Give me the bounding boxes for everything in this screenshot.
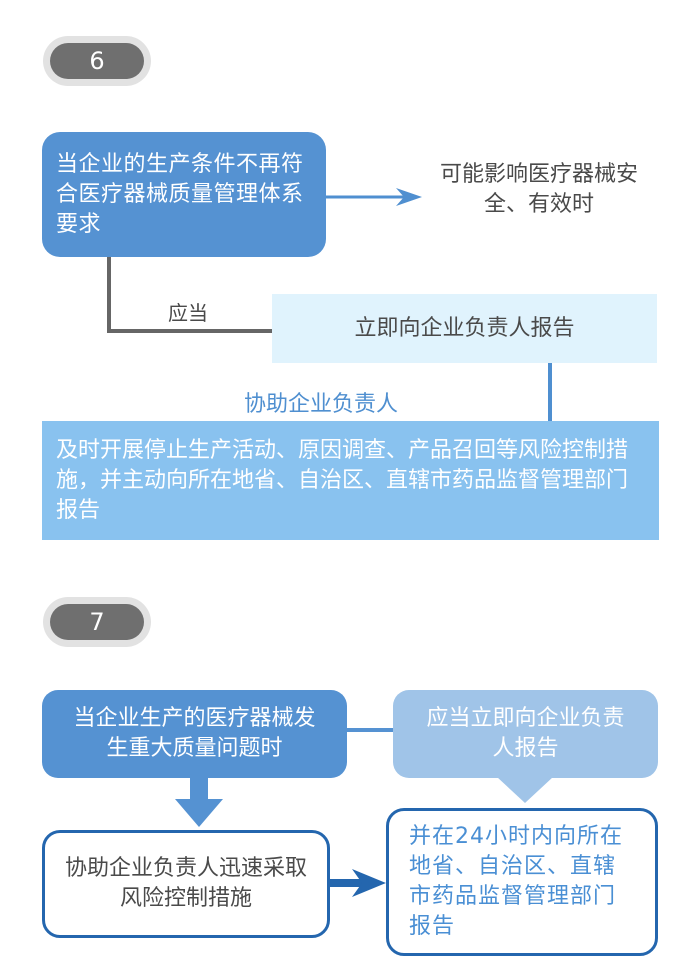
arrow-down-icon — [175, 777, 223, 827]
assist-box: 协助企业负责人迅速采取风险控制措施 — [42, 830, 330, 938]
condition-text: 当企业的生产条件不再符合医疗器械质量管理体系要求 — [56, 151, 304, 237]
step-number-6: 6 — [50, 43, 144, 79]
action-text: 及时开展停止生产活动、原因调查、产品召回等风险控制措施，并主动向所在地省、自治区… — [56, 437, 629, 523]
condition-box: 当企业的生产条件不再符合医疗器械质量管理体系要求 — [42, 132, 326, 257]
trigger-box: 当企业生产的医疗器械发生重大质量问题时 — [42, 690, 347, 778]
horizontal-connector — [347, 728, 393, 732]
elbow-connector — [107, 257, 274, 333]
step-number-badge-7: 7 — [43, 597, 151, 647]
report-authority-text: 并在24小时内向所在地省、自治区、直辖市药品监督管理部门报告 — [409, 824, 623, 939]
vertical-connector — [548, 363, 552, 421]
label-should: 应当 — [168, 301, 208, 325]
step-number-7: 7 — [50, 604, 144, 640]
assist-text: 协助企业负责人迅速采取风险控制措施 — [64, 856, 307, 911]
consequence-text: 可能影响医疗器械安全、有效时 — [439, 162, 638, 217]
consequence-text-box: 可能影响医疗器械安全、有效时 — [430, 155, 648, 225]
report-to-head-box: 立即向企业负责人报告 — [272, 294, 657, 363]
label-assist: 协助企业负责人 — [244, 392, 399, 417]
step-number-badge-6: 6 — [43, 36, 151, 86]
report-to-head-text: 立即向企业负责人报告 — [354, 315, 575, 341]
report-authority-box: 并在24小时内向所在地省、自治区、直辖市药品监督管理部门报告 — [386, 808, 658, 956]
report-head-box: 应当立即向企业负责人报告 — [393, 690, 658, 778]
action-box: 及时开展停止生产活动、原因调查、产品召回等风险控制措施，并主动向所在地省、自治区… — [42, 421, 659, 540]
arrow-right-bold-icon — [330, 869, 386, 897]
arrow-right-icon — [326, 188, 422, 206]
trigger-text: 当企业生产的医疗器械发生重大质量问题时 — [73, 706, 316, 761]
callout-tail-icon — [497, 777, 553, 803]
report-head-text: 应当立即向企业负责人报告 — [426, 706, 625, 761]
